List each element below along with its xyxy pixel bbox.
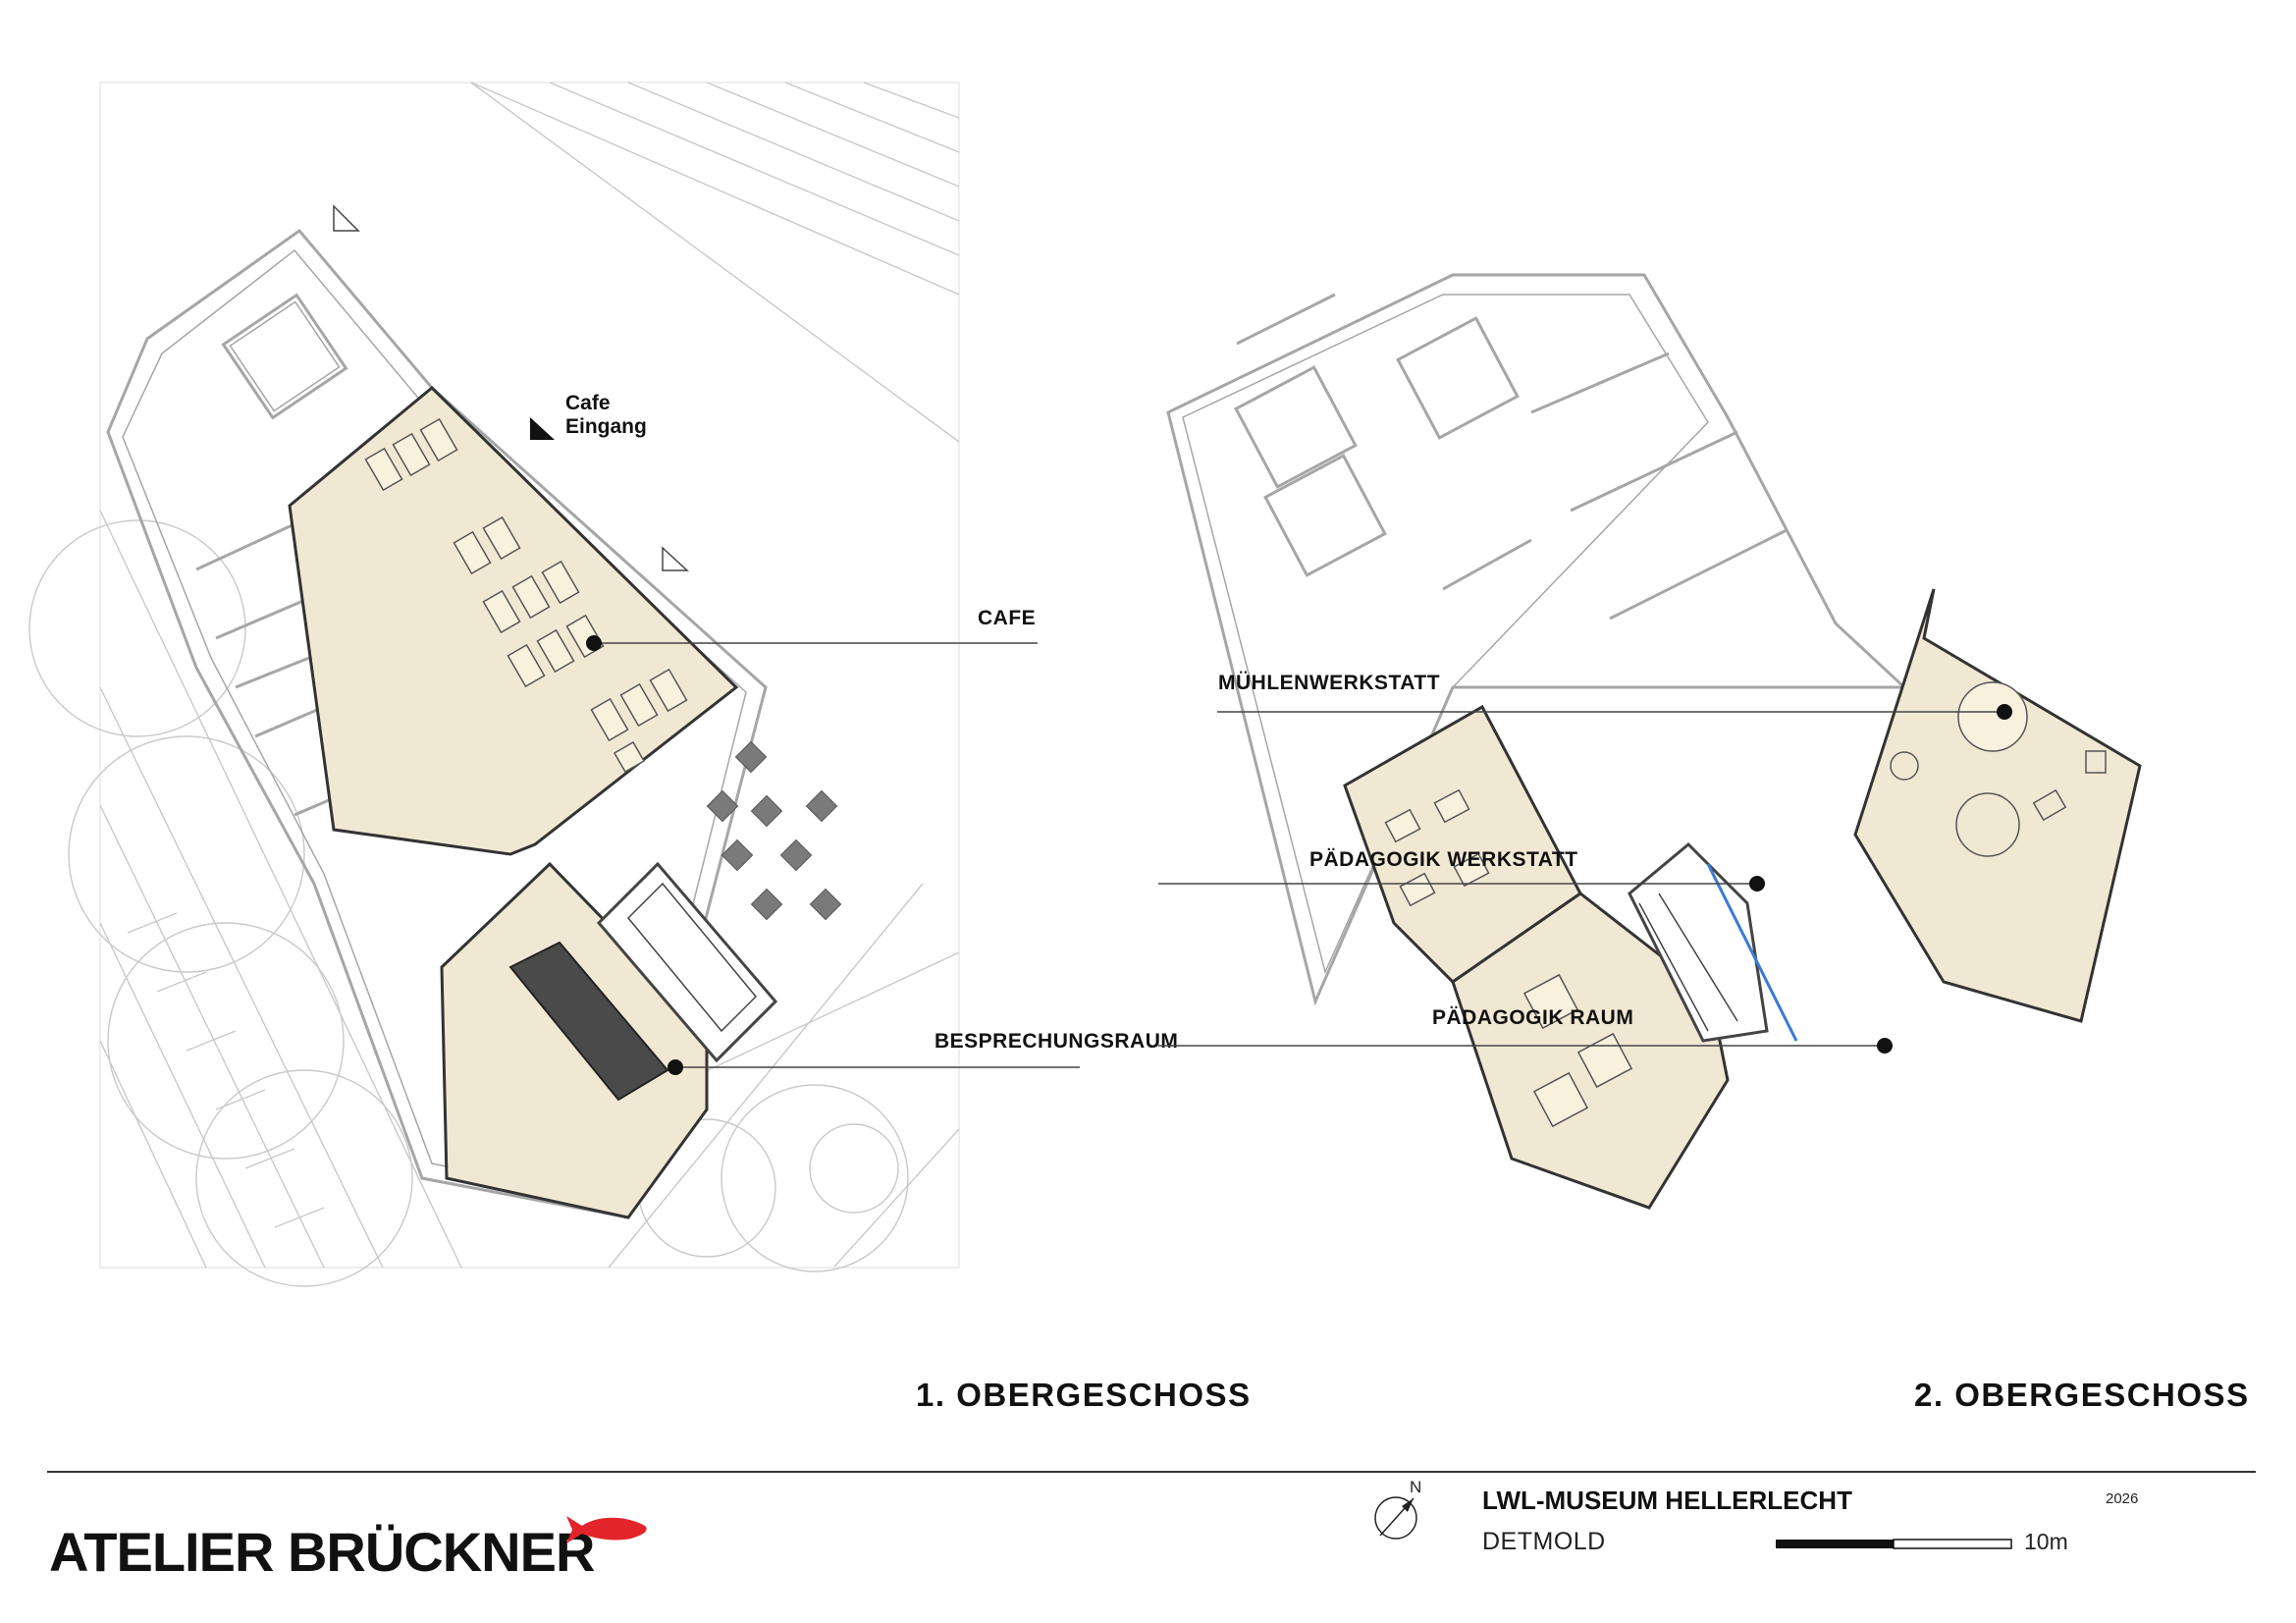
stair-core-2 xyxy=(1628,841,1769,1043)
cafe-marker-dot xyxy=(586,635,602,651)
mill-marker-dot xyxy=(1997,704,2012,720)
second-floor-plan xyxy=(1158,273,2142,1210)
company-logo-text: ATELIER BRÜCKNER xyxy=(49,1521,595,1583)
conference-table xyxy=(508,941,669,1102)
entrance-markers xyxy=(333,204,689,571)
north-label: N xyxy=(1410,1478,1421,1496)
upper-structure xyxy=(1166,273,1908,1006)
meeting-room-label: BESPRECHUNGSRAUM xyxy=(934,1030,1179,1053)
glass-wall xyxy=(1706,863,1798,1042)
edu-room-marker-dot xyxy=(1877,1038,1893,1054)
room-fills xyxy=(288,385,739,1219)
project-year: 2026 xyxy=(2106,1490,2139,1507)
mill-furniture xyxy=(1890,681,2107,857)
footer-divider xyxy=(47,1471,2256,1473)
cafe-entrance-line2: Eingang xyxy=(565,415,647,438)
cafe-label: CAFE xyxy=(978,607,1037,629)
stair-core xyxy=(596,861,778,1063)
scale-label: 10m xyxy=(2024,1529,2068,1554)
fish-logo-icon xyxy=(566,1516,647,1543)
second-floor-title: 2. OBERGESCHOSS xyxy=(1914,1377,2250,1413)
cafe-entrance-line1: Cafe xyxy=(565,392,611,414)
meeting-marker-dot xyxy=(667,1059,683,1075)
first-floor-plan xyxy=(28,81,1080,1287)
leader-lines xyxy=(594,642,1080,1068)
edu-workshop-marker-dot xyxy=(1749,876,1765,892)
leader-lines-2 xyxy=(1158,711,2004,1047)
cafe-entrance-marker xyxy=(530,417,555,440)
north-arrow-icon: N xyxy=(1374,1478,1421,1540)
terrace-tables xyxy=(706,740,842,921)
scale-bar xyxy=(1776,1539,2012,1549)
edu-room-label: PÄDAGOGIK RAUM xyxy=(1432,1006,1634,1029)
first-floor-title: 1. OBERGESCHOSS xyxy=(916,1377,1252,1413)
mill-workshop-area xyxy=(1853,588,2142,1023)
edu-furniture xyxy=(1384,788,1633,1128)
cafe-entrance-label: Cafe Eingang xyxy=(565,392,647,439)
edu-workshop-label: PÄDAGOGIK WERKSTATT xyxy=(1309,848,1578,871)
project-title: LWL-MUSEUM HELLERLECHT xyxy=(1482,1486,1852,1515)
project-city: DETMOLD xyxy=(1482,1528,1606,1555)
mill-workshop-label: MÜHLENWERKSTATT xyxy=(1218,672,1441,694)
site-context xyxy=(28,81,960,1287)
